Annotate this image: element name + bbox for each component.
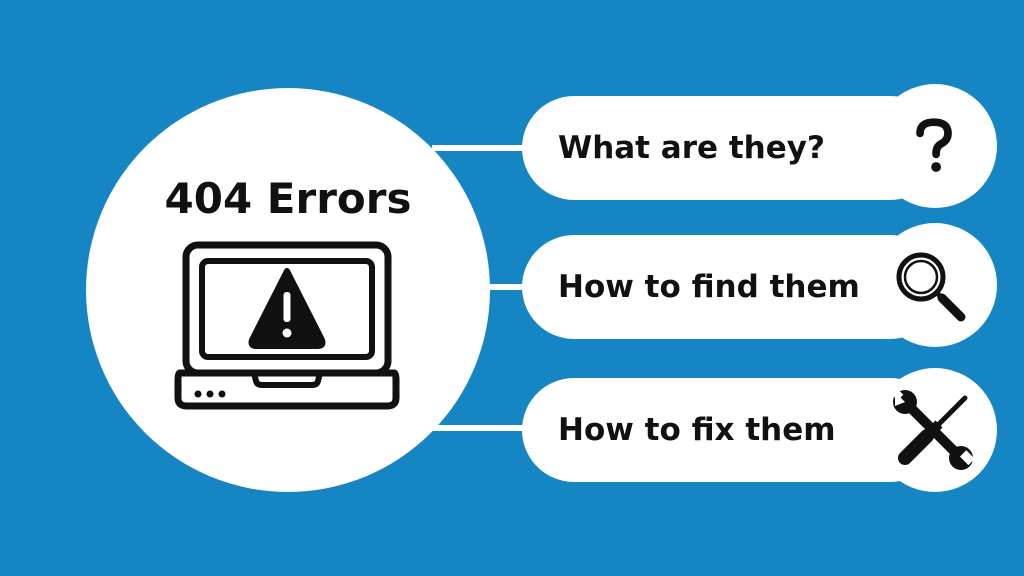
magnifying-glass-icon — [896, 252, 966, 322]
item-icon-circle-what — [873, 84, 997, 208]
item-icon-circle-find — [873, 223, 997, 347]
connector-line-3 — [432, 425, 552, 431]
item-label-find: How to find them — [558, 269, 860, 305]
question-mark-icon — [916, 118, 952, 172]
item-pill-what: What are they? — [522, 96, 942, 200]
wrench-screwdriver-icon — [891, 388, 975, 470]
main-topic-circle: 404 Errors — [86, 88, 490, 492]
item-label-what: What are they? — [558, 130, 825, 166]
connector-line-2 — [485, 284, 555, 290]
main-title: 404 Errors — [164, 174, 412, 223]
connector-line-1 — [432, 145, 552, 151]
item-pill-fix: How to fix them — [522, 378, 942, 482]
laptop-warning-icon — [174, 241, 400, 410]
item-pill-find: How to find them — [522, 235, 942, 339]
item-icon-circle-fix — [873, 368, 997, 492]
item-label-fix: How to fix them — [558, 412, 836, 448]
